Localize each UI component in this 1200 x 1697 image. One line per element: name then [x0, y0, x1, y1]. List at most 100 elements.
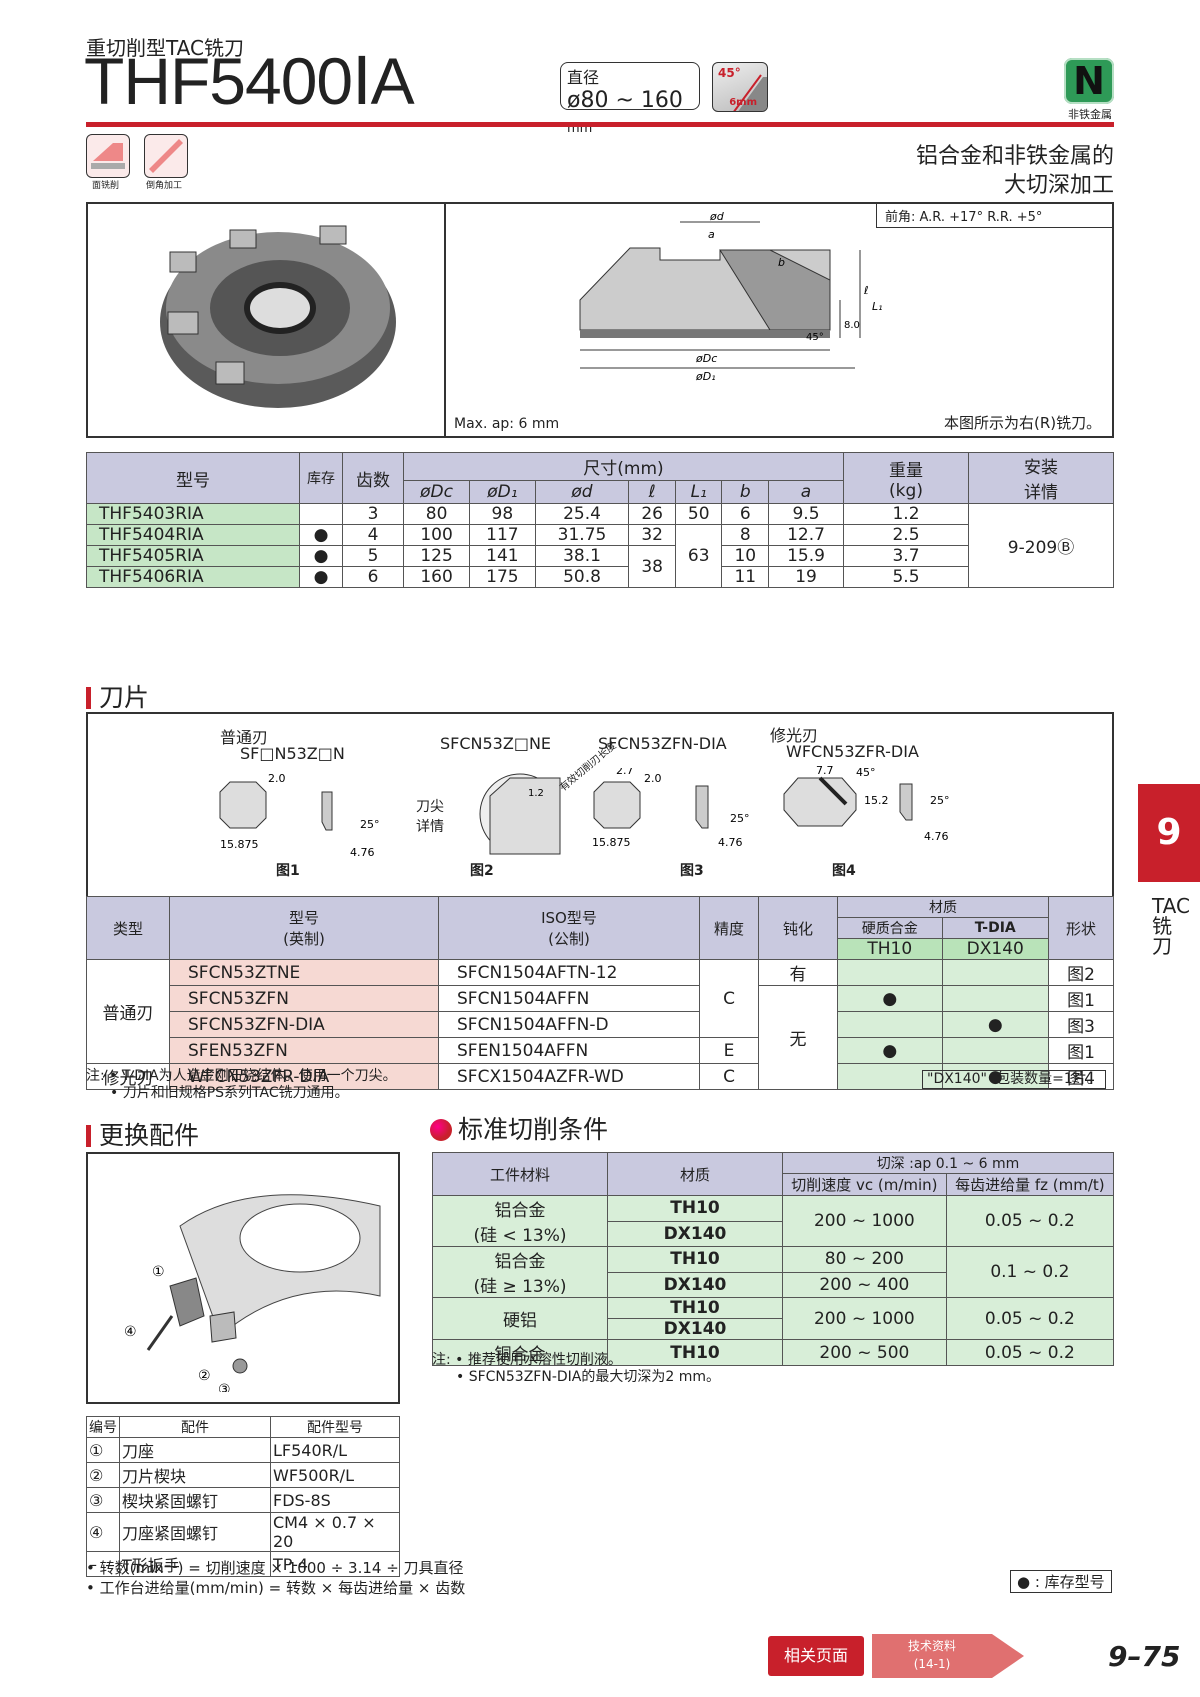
weight-cell: 1.2: [843, 503, 969, 525]
dc-cell: 80: [402, 503, 471, 525]
col-header-part: 配件: [119, 1416, 271, 1438]
chapter-tab[interactable]: 9: [1138, 784, 1200, 882]
feed-cell: 0.05 ~ 0.2: [945, 1339, 1115, 1366]
chamfer-icon-group: 倒角加工: [144, 134, 188, 191]
inserts-section-title: 刀片: [86, 678, 149, 714]
page-number: 9–75: [1108, 1640, 1181, 1673]
chamfer-icon: [144, 134, 188, 178]
related-pages-button[interactable]: 相关页面: [768, 1636, 864, 1676]
dim-label: 45°: [806, 332, 824, 343]
iso-cell: SFCX1504AZFR-WD: [438, 1063, 700, 1090]
col-header-depth: 切深 :ap 0.1 ~ 6 mm: [782, 1152, 1114, 1174]
accuracy-cell: E: [699, 1037, 759, 1064]
d1-cell: 175: [469, 566, 536, 588]
col-b: b: [721, 480, 770, 504]
insert-spec-table: 类型 型号(英制) ISO型号(公制) 精度 钝化 材质 形状 硬质合金 T-D…: [86, 896, 1114, 1090]
stock-cell: ●: [299, 566, 343, 588]
weight-cell: 2.5: [843, 524, 969, 546]
dim-25: 25°: [730, 812, 750, 825]
formulas: • 转数(min⁻¹) = 切削速度 × 1000 ÷ 3.14 ÷ 刀具直径 …: [86, 1558, 465, 1598]
workpiece-detail: (硅 < 13%): [473, 1226, 567, 1246]
table-row: 普通刃 SFCN53ZTNE SFCN1504AFTN-12 C 有 图2: [86, 959, 1114, 1064]
grade-cell: DX140: [607, 1220, 783, 1247]
dim-label: øDc: [695, 352, 717, 365]
b-cell: 8: [721, 524, 770, 546]
model-cell: SFCN53ZTNE: [169, 959, 439, 986]
partno-cell: FDS-8S: [270, 1487, 400, 1513]
workpiece-name: 铝合金: [494, 1201, 546, 1221]
right-hand-note: 本图所示为右(R)铣刀。: [944, 414, 1102, 432]
table-row: 铝合金(硅 < 13%) TH10 200 ~ 1000 0.05 ~ 0.2: [432, 1195, 1115, 1247]
col-header-grade: 材质: [607, 1152, 783, 1196]
table-row: 修光刃 WFCN53ZFR-DIA SFCX1504AZFR-WD C ● 图4: [86, 1063, 1114, 1090]
dim-476: 4.76: [718, 836, 743, 849]
callout-3: ③: [218, 1382, 231, 1392]
subtitle: 重切削型TAC铣刀: [86, 36, 244, 60]
insert-fig3-drawing: 2.7 2.0 15.875 25° 4.76: [592, 768, 750, 849]
rake-angle-info: 前角: A.R. +17° R.R. +5°: [876, 202, 1114, 228]
speed-cell: 80 ~ 200: [782, 1246, 947, 1273]
workpiece-name: 铝合金: [494, 1252, 546, 1272]
grade-cell: DX140: [607, 1271, 783, 1298]
description-line-2: 大切深加工: [1003, 173, 1114, 198]
dim-label: b: [778, 256, 785, 269]
fig2-label: 图2: [470, 863, 494, 879]
dim-77: 7.7: [816, 764, 834, 777]
holder-spec-table: 型号 库存 齿数 尺寸(mm) 重量(kg) 安装详情 øDc øD₁ ød ℓ…: [86, 451, 1114, 588]
iso-cell: SFCN1504AFFN-D: [438, 1011, 700, 1038]
iso-cell: SFCN1504AFTN-12: [438, 959, 700, 986]
diameter-label: 直径: [567, 68, 600, 87]
col-a: a: [768, 480, 844, 504]
dc-cell: 160: [402, 566, 471, 588]
fig2-tip-label: 刀尖详情: [416, 796, 444, 836]
fig1-model: SF□N53Z□N: [240, 744, 345, 763]
insert-note-1: 注: • T-DIA为人造金刚石烧结体。使用一个刀尖。: [86, 1068, 397, 1084]
l1-cell: 63: [674, 524, 723, 588]
chamfer-caption: 倒角加工: [146, 181, 183, 191]
tech-data-button[interactable]: 技术资料 (14-1): [872, 1634, 992, 1678]
workpiece-cell: 铝合金 (硅 < 13%): [432, 1195, 608, 1247]
feed-cell: 0.05 ~ 0.2: [945, 1195, 1115, 1247]
cutter-cross-section-diagram: ød a b ℓ L₁ 45° 8.0 øDc øD₁: [579, 210, 883, 383]
install-label-2: 详情: [1024, 483, 1058, 503]
dim-label: 8.0: [844, 320, 860, 331]
workpiece-cell: 铜合金: [432, 1339, 608, 1366]
dx140-cell: ●: [941, 1011, 1049, 1038]
no-cell: –: [86, 1551, 120, 1577]
d-cell: 31.75: [534, 524, 630, 546]
part-cell: 刀片楔块: [119, 1462, 271, 1488]
table-row: 铜合金 TH10 200 ~ 500 0.05 ~ 0.2: [432, 1339, 1115, 1366]
dim-label: ød: [709, 210, 725, 223]
cutting-section-title: 标准切削条件: [430, 1110, 608, 1146]
l1-cell: 50: [674, 503, 723, 525]
iso-label-2: (公制): [548, 930, 590, 948]
face-milling-icon: [86, 134, 130, 178]
dim-label: ℓ: [863, 284, 869, 297]
title-underline: [86, 122, 1114, 127]
speed-cell: 200 ~ 1000: [782, 1195, 947, 1247]
col-header-carbide: 硬质合金: [837, 917, 943, 939]
iso-cell: SFEN1504AFFN: [438, 1037, 700, 1064]
dx140-cell: [941, 959, 1049, 986]
stock-cell: ●: [299, 545, 343, 567]
insert-fig1-drawing: 15.875 2.0 25° 4.76: [219, 772, 380, 859]
dim-20: 2.0: [268, 772, 286, 785]
speed-cell: 200 ~ 1000: [782, 1297, 947, 1340]
col-header-dimensions: 尺寸(mm): [403, 451, 844, 482]
partno-cell: TP-4: [270, 1551, 400, 1577]
b-cell: 11: [721, 566, 770, 588]
fig4-title: 修光刃: [770, 726, 819, 745]
callout-4: ④: [124, 1324, 137, 1340]
hone-cell: 无: [758, 985, 838, 1090]
page-title: THF5400ⅠA: [84, 44, 415, 118]
col-header-feed: 每齿进给量 fz (mm/t): [945, 1173, 1115, 1196]
arrow-right-icon[interactable]: [992, 1634, 1028, 1678]
grade-cell: TH10: [607, 1339, 783, 1366]
cutting-note-2: • SFCN53ZFN-DIA的最大切深为2 mm。: [456, 1369, 720, 1385]
model-label-2: (英制): [283, 930, 325, 948]
grade-cell: TH10: [607, 1297, 783, 1319]
col-header-install: 安装详情: [968, 452, 1114, 504]
